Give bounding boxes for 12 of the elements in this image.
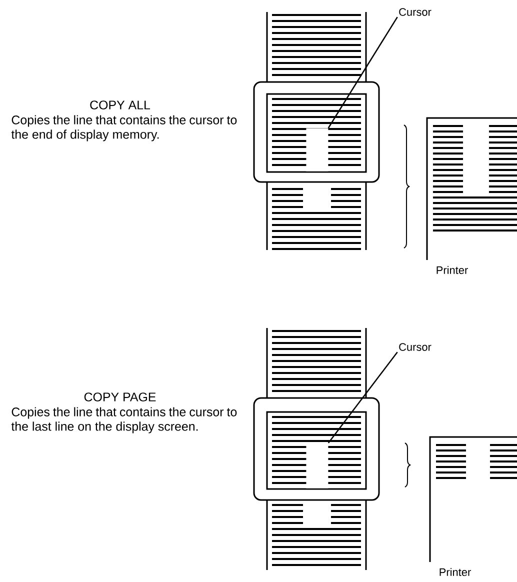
- cursor-label: Cursor: [399, 8, 432, 16]
- printer-paper: Printer: [429, 436, 517, 576]
- leader-line: [328, 352, 398, 444]
- printer-paper: Printer: [426, 117, 517, 274]
- heading: COPY ALL: [90, 100, 150, 110]
- cursor-block: [306, 128, 328, 172]
- leader-line: [328, 16, 398, 128]
- cursor-block: [306, 443, 328, 488]
- description: Copies the line that contains the cursor to the last line on the display screen.: [11, 407, 237, 434]
- cursor-label: Cursor: [399, 343, 432, 351]
- heading: COPY PAGE: [84, 392, 156, 402]
- description: Copies the line that contains the cursor to the end of display memory.: [11, 115, 237, 142]
